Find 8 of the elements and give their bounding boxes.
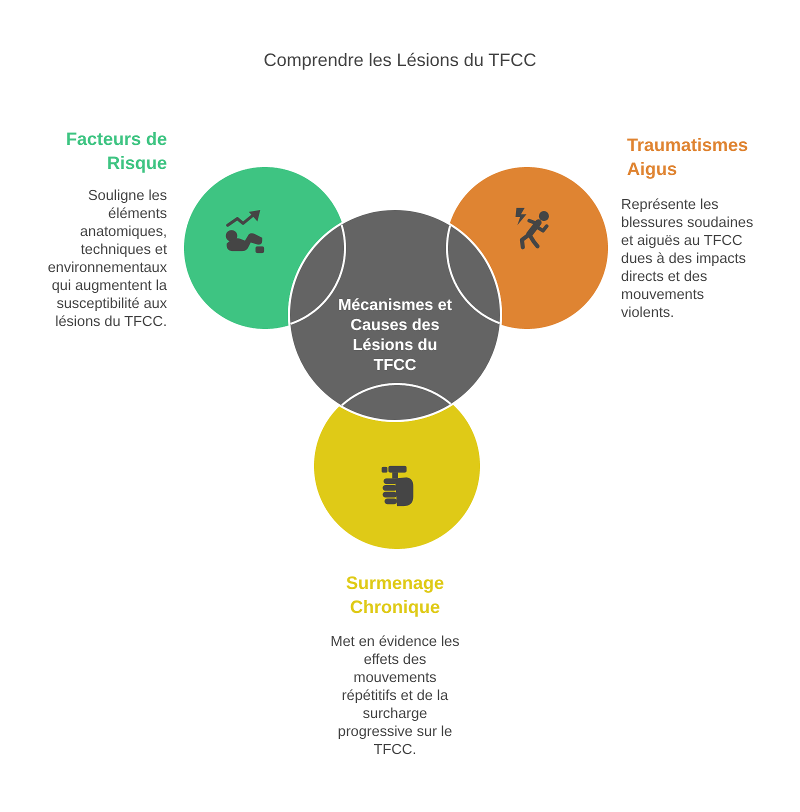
center-title: Mécanismes et Causes des Lésions du TFCC bbox=[337, 296, 453, 376]
section-heading: Traumatismes Aigus bbox=[627, 134, 750, 181]
description-text: Représente les blessures soudaines et aiguës au TFCC dues à des impacts directs et des mouvements violents. bbox=[621, 196, 754, 322]
section-heading: Facteurs de Risque bbox=[64, 128, 167, 175]
section-heading: Surmenage Chronique bbox=[344, 572, 446, 619]
diagram-title: Comprendre les Lésions du TFCC bbox=[262, 50, 538, 71]
description-text: Souligne les éléments anatomiques, techniques et environnementaux qui augmentent la susceptibilité aux lésions du TFCC. bbox=[46, 187, 167, 331]
description-text: Met en évidence les effets des mouvements répétitifs et de la surcharge progressive sur le TFCC. bbox=[330, 633, 460, 759]
